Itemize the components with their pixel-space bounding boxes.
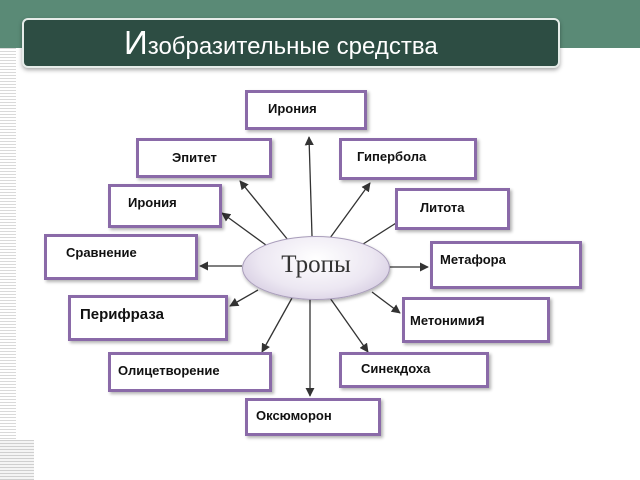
- term-label-metonimiya-end: я: [475, 312, 485, 329]
- term-label-giperbola: Гипербола: [357, 149, 427, 164]
- left-stripe-decoration: [0, 48, 16, 480]
- term-box-metafora: [430, 241, 582, 289]
- center-label: Тропы: [281, 251, 351, 278]
- term-label-metonimiya: Метонимия: [410, 312, 485, 330]
- term-label-epitet: Эпитет: [172, 150, 217, 165]
- term-box-epitet: [136, 138, 272, 178]
- arrow-to-olitsetvorenie: [261, 297, 293, 353]
- term-label-metonimiya-main: Метоними: [410, 313, 476, 328]
- term-label-ironiya-left: Ирония: [128, 195, 177, 210]
- term-box-perifraza: [68, 295, 228, 341]
- arrow-to-ironiya-top: [304, 136, 314, 237]
- term-box-ironiya-left: [108, 184, 222, 228]
- title-first-letter: И: [124, 24, 148, 61]
- term-label-sravnenie: Сравнение: [66, 245, 137, 260]
- title-rest: зобразительные средства: [147, 33, 438, 60]
- term-box-olitsetvorenie: [108, 352, 272, 392]
- arrow-to-metonimiya: [371, 291, 401, 314]
- corner-decoration: [0, 440, 34, 480]
- term-label-litota: Литота: [420, 200, 465, 215]
- arrow-to-giperbola: [329, 182, 371, 239]
- term-box-ironiya-top: [245, 90, 367, 130]
- arrow-to-epitet: [239, 180, 289, 241]
- term-box-oksyumoron: [245, 398, 381, 436]
- term-box-litota: [395, 188, 510, 230]
- term-box-giperbola: [339, 138, 477, 180]
- arrow-to-sinekdokha: [329, 297, 369, 353]
- arrow-to-perifraza: [229, 289, 259, 307]
- arrow-to-ironiya-left: [221, 212, 271, 249]
- term-box-sinekdokha: [339, 352, 489, 388]
- term-label-sinekdokha: Синекдоха: [361, 361, 431, 376]
- term-label-oksyumoron: Оксюморон: [256, 408, 332, 423]
- slide-title: Изобразительные средства: [124, 26, 438, 64]
- term-box-metonimiya: [402, 297, 550, 343]
- term-label-metafora: Метафора: [440, 252, 506, 267]
- term-box-sravnenie: [44, 234, 198, 280]
- term-label-ironiya-top: Ирония: [268, 101, 317, 116]
- term-label-perifraza: Перифраза: [80, 306, 164, 323]
- title-bar: Изобразительные средства: [22, 18, 560, 68]
- term-label-olitsetvorenie: Олицетворение: [118, 363, 220, 378]
- center-node-tropy: Тропы: [242, 236, 390, 300]
